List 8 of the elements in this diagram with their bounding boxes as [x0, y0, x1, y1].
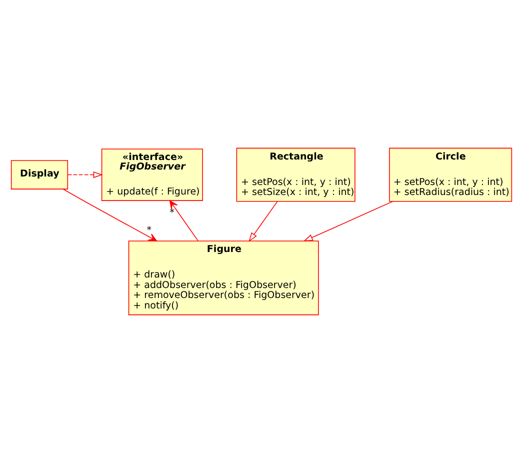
arrow	[248, 201, 278, 242]
node-box: Display	[10, 160, 68, 190]
edge-label: *	[146, 225, 152, 236]
arrow	[62, 188, 158, 242]
edge-label: *	[170, 208, 174, 219]
arrow	[169, 200, 198, 242]
arrow	[303, 201, 394, 242]
arrow	[67, 171, 103, 178]
